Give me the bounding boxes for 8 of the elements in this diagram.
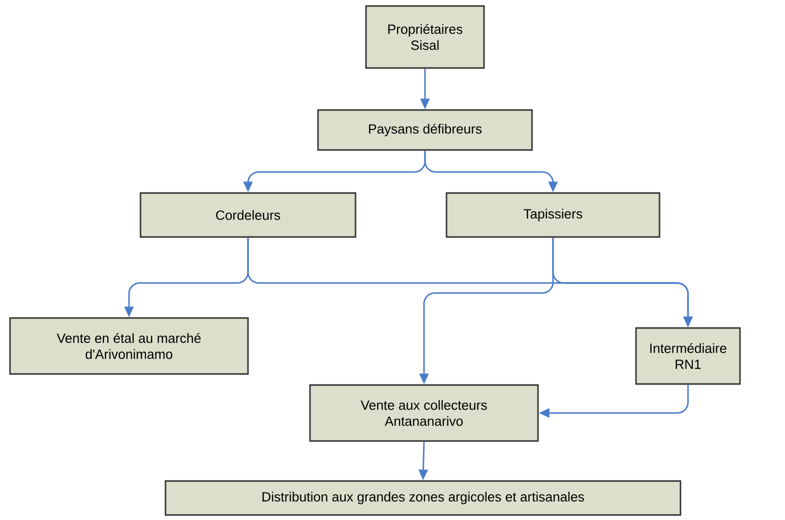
process-box: Vente aux collecteurs Antananarivo xyxy=(309,384,539,442)
process-box: Paysans défibreurs xyxy=(317,109,533,151)
process-box: Vente en étal au marché d'Arivonimamo xyxy=(9,317,249,375)
process-box: Tapissiers xyxy=(446,192,660,238)
process-box: Distribution aux grandes zones argicoles et artisanales xyxy=(164,480,682,516)
process-box: Cordeleurs xyxy=(140,192,356,238)
process-box: Propriétaires Sisal xyxy=(365,5,485,69)
process-box: Intermédiaire RN1 xyxy=(635,327,741,385)
